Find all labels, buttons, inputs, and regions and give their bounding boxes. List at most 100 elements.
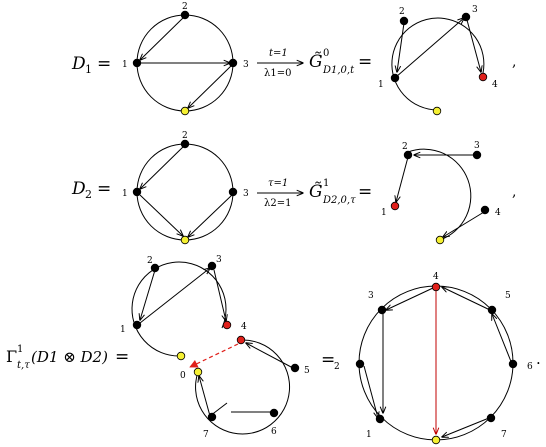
row1-lhs-subscript: 1	[85, 63, 92, 76]
row3-left-node-5	[290, 363, 300, 373]
row2-left-node-1	[132, 187, 142, 197]
row3-left-node-2	[150, 263, 160, 273]
row3-equals: =	[115, 347, 129, 367]
row2-right-label-3: 3	[474, 141, 480, 151]
row1-right-arc	[391, 17, 485, 111]
row2-arrow-top: τ=1	[268, 178, 288, 189]
row3-left-label-5: 5	[304, 366, 310, 376]
row3-left-label-0: 0	[180, 371, 186, 381]
row3-punct: .	[536, 350, 541, 368]
row2-lhs: D 2 =	[71, 179, 111, 201]
row3-left-node-yellow-a	[176, 351, 186, 361]
row3-right-edge-4-3	[386, 287, 434, 310]
row3-right-label-5: 5	[505, 291, 511, 301]
row3-left-node-3	[207, 261, 217, 271]
row3-left-node-4b	[236, 335, 246, 345]
row1-result: G̃ 0 D1,0,t = ,	[309, 48, 516, 76]
row2-right-graph: 2 3 1 4	[381, 141, 501, 245]
row2-left-label-1: 1	[122, 189, 128, 199]
row3-right-graph: 4 3 5 2 6 1 7	[334, 272, 533, 445]
row2-right-arc	[407, 148, 472, 241]
row3-left-lower-arc	[195, 339, 291, 435]
row3-right-label-2: 2	[334, 362, 340, 372]
row2-left-label-2: 2	[182, 131, 188, 141]
row1-left-label-2: 2	[182, 2, 188, 12]
row1-left-graph: 2 1 3	[122, 2, 249, 116]
row1-result-equals: =	[358, 52, 372, 72]
row1-left-node-3	[228, 58, 238, 68]
row2-right-node-yellow	[435, 235, 445, 245]
row1-transition-arrow: t=1 λ1=0	[257, 48, 303, 79]
row2-left-node-yellow	[180, 235, 190, 245]
row3-left-label-4: 4	[241, 322, 247, 332]
row1-right-node-1	[390, 73, 400, 83]
row1-result-G: G̃	[309, 52, 323, 72]
row3-mid-equals: =	[321, 350, 335, 370]
row3-left-label-6: 6	[271, 427, 277, 437]
row2-left-graph: 2 1 3	[122, 131, 249, 245]
row1-right-label-4: 4	[492, 80, 498, 90]
row3-left-graph: 2 3 1 4 0 5 6 7	[120, 255, 310, 440]
row3-left-node-7	[207, 412, 217, 422]
row2-left-node-2	[180, 139, 190, 149]
row2-right-label-4: 4	[495, 208, 501, 218]
row2-transition-arrow: τ=1 λ2=1	[257, 178, 303, 209]
row2-right-label-1: 1	[381, 208, 387, 218]
row3-right-node-2	[355, 359, 365, 369]
row3-left-edge-1-3	[139, 268, 210, 324]
row2-punct: ,	[512, 184, 516, 200]
row3-lhs-sub: t,τ	[17, 360, 30, 371]
row1-left-edge-2-1	[140, 15, 186, 60]
row1-right-node-2	[399, 16, 409, 26]
row3-lhs-symbol: Γ	[6, 347, 17, 366]
row2-equals: =	[97, 179, 111, 199]
row1-right-node-3	[461, 12, 471, 22]
row2-result: G̃ 1 D2,0,τ = ,	[309, 178, 516, 206]
row3-left-edge-2-1	[140, 269, 156, 320]
row3-right-label-3: 3	[368, 291, 374, 301]
row1-right-edge-2-1	[397, 22, 405, 72]
row2-left-edge-2-1	[140, 144, 186, 189]
row2-right-edge-2-1	[396, 156, 409, 202]
row2-result-sub: D2,0,τ	[322, 195, 356, 206]
row3-left-node-1	[132, 320, 142, 330]
row2-result-equals: =	[358, 182, 372, 202]
row2-result-G: G̃	[309, 182, 323, 202]
row3-lhs-arg: (D1 ⊗ D2)	[31, 348, 108, 366]
row1-result-sub: D1,0,t	[322, 65, 355, 76]
row3-left-node-yellow-b	[193, 367, 203, 377]
row3-left-node-6	[269, 408, 279, 418]
row3-left-edge-7-0	[199, 376, 211, 417]
row1-right-node-4	[478, 72, 488, 82]
row2-right-label-2: 2	[402, 142, 408, 152]
row3-lhs-sup: 1	[17, 344, 23, 355]
row3-left-node-4	[222, 320, 232, 330]
row3-left-label-2: 2	[147, 256, 153, 266]
row1-punct: ,	[512, 54, 516, 70]
row3-left-label-1: 1	[120, 325, 126, 335]
row1-equals: =	[97, 54, 111, 74]
row1-arrow-top: t=1	[269, 48, 288, 59]
row3-right-node-1	[375, 414, 385, 424]
row2-right-node-1	[390, 201, 400, 211]
row1-arrow-bottom: λ1=0	[264, 68, 291, 79]
row3-right-edge-7-y	[442, 417, 490, 437]
row1-right-node-yellow	[432, 106, 442, 116]
row1-left-edge-3-y	[188, 64, 233, 108]
row3-right-node-4	[431, 282, 441, 292]
row3-right-node-7	[486, 413, 496, 423]
row1-left-node-yellow	[180, 106, 190, 116]
row2-left-edge-1-y	[139, 194, 183, 236]
row2-left-circle	[136, 143, 234, 241]
row3-left-label-7: 7	[203, 430, 209, 440]
row3-right-node-yellow	[431, 435, 441, 445]
row3-right-label-6: 6	[527, 362, 533, 372]
row2-right-edge-4-y	[443, 211, 485, 237]
row3-right-label-1: 1	[366, 430, 372, 440]
row1-right-edge-1-3	[395, 18, 464, 78]
row1-right-label-2: 2	[399, 7, 405, 17]
row1-right-graph: 2 3 1 4	[378, 5, 498, 116]
row3-left-dashed-link	[189, 343, 239, 368]
row2-left-node-3	[228, 187, 238, 197]
